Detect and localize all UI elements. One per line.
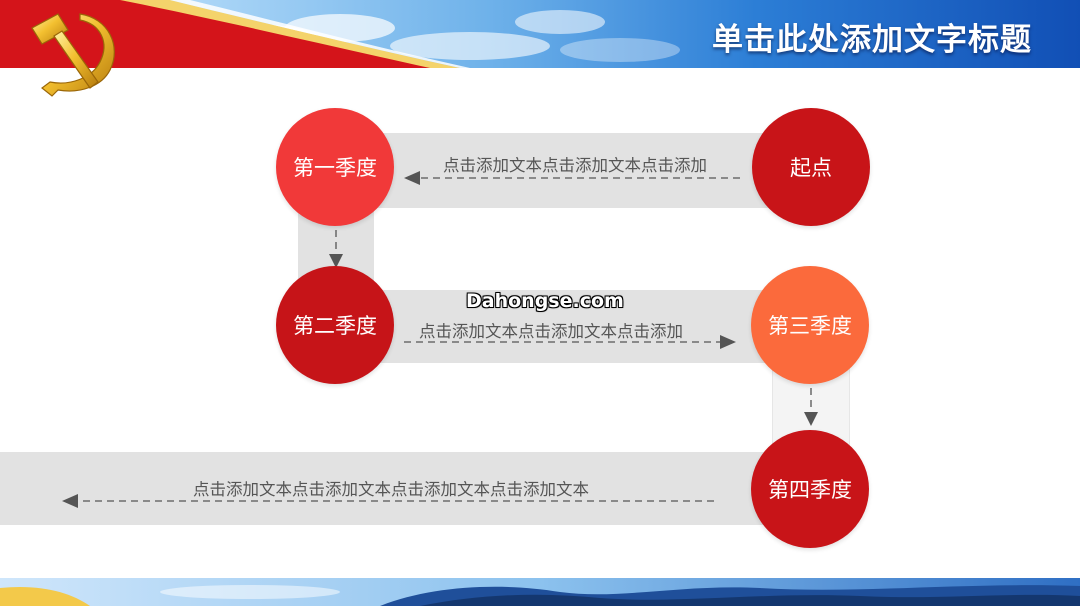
footer-decoration (0, 578, 1080, 606)
step-text-start-to-q1[interactable]: 点击添加文本点击添加文本点击添加 (443, 156, 707, 175)
node-start-label: 起点 (790, 156, 832, 180)
party-emblem-icon (31, 13, 115, 97)
node-q2[interactable]: 第二季度 (276, 266, 394, 384)
flow-band-row-2 (355, 290, 795, 363)
watermark-text: Dahongse.com (466, 290, 624, 312)
node-q2-label: 第二季度 (293, 314, 377, 338)
flow-band-row-3 (0, 452, 795, 525)
page-title[interactable]: 单击此处添加文字标题 (712, 22, 1032, 58)
flow-band-row-1 (355, 133, 795, 208)
node-start[interactable]: 起点 (752, 108, 870, 226)
node-q3-label: 第三季度 (768, 314, 852, 338)
node-q4[interactable]: 第四季度 (751, 430, 869, 548)
step-text-q4-out[interactable]: 点击添加文本点击添加文本点击添加文本点击添加文本 (193, 480, 589, 499)
header-banner: 单击此处添加文字标题 (0, 0, 1080, 68)
node-q1-label: 第一季度 (293, 156, 377, 180)
node-q3[interactable]: 第三季度 (751, 266, 869, 384)
node-q1[interactable]: 第一季度 (276, 108, 394, 226)
step-text-q2-to-q3[interactable]: 点击添加文本点击添加文本点击添加 (419, 322, 683, 341)
node-q4-label: 第四季度 (768, 478, 852, 502)
